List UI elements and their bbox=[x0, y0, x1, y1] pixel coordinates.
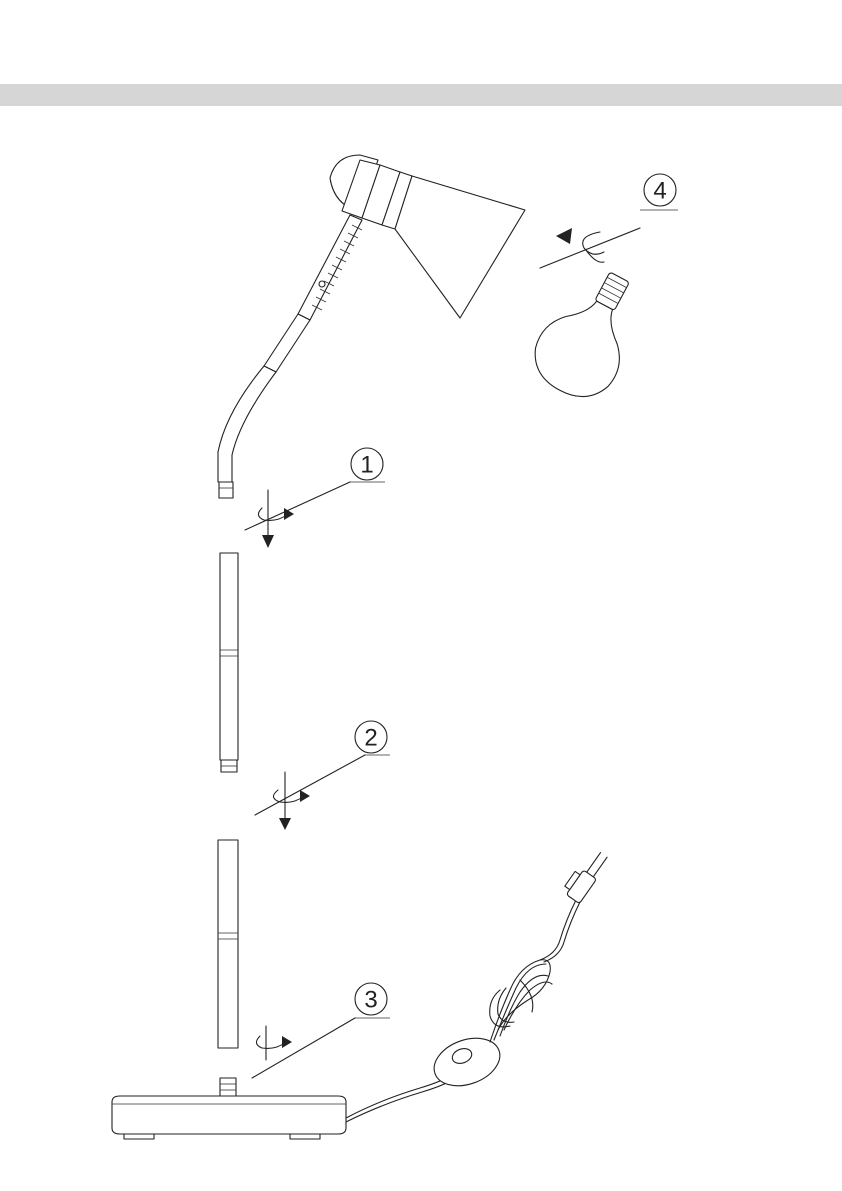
tube-upper bbox=[220, 553, 238, 772]
lamp-shade bbox=[330, 155, 525, 318]
step-callout-1: 1 bbox=[350, 448, 385, 482]
step-number-1: 1 bbox=[360, 452, 373, 479]
step-number-4: 4 bbox=[653, 178, 666, 205]
step-callout-4: 4 bbox=[640, 174, 678, 210]
rotation-arrow-step-1 bbox=[245, 482, 350, 548]
light-bulb bbox=[522, 257, 657, 410]
tube-lower bbox=[218, 840, 238, 1048]
lamp-base bbox=[112, 1078, 346, 1139]
step-number-2: 2 bbox=[364, 725, 377, 752]
lamp-arm-upper bbox=[218, 215, 362, 498]
rotation-arrow-step-4 bbox=[540, 228, 640, 268]
step-callout-2: 2 bbox=[355, 721, 390, 755]
rotation-arrow-step-2 bbox=[255, 755, 365, 830]
power-cord bbox=[346, 847, 610, 1122]
step-number-3: 3 bbox=[364, 987, 377, 1014]
rotation-arrow-step-3 bbox=[252, 1018, 355, 1078]
step-callout-3: 3 bbox=[355, 983, 390, 1018]
